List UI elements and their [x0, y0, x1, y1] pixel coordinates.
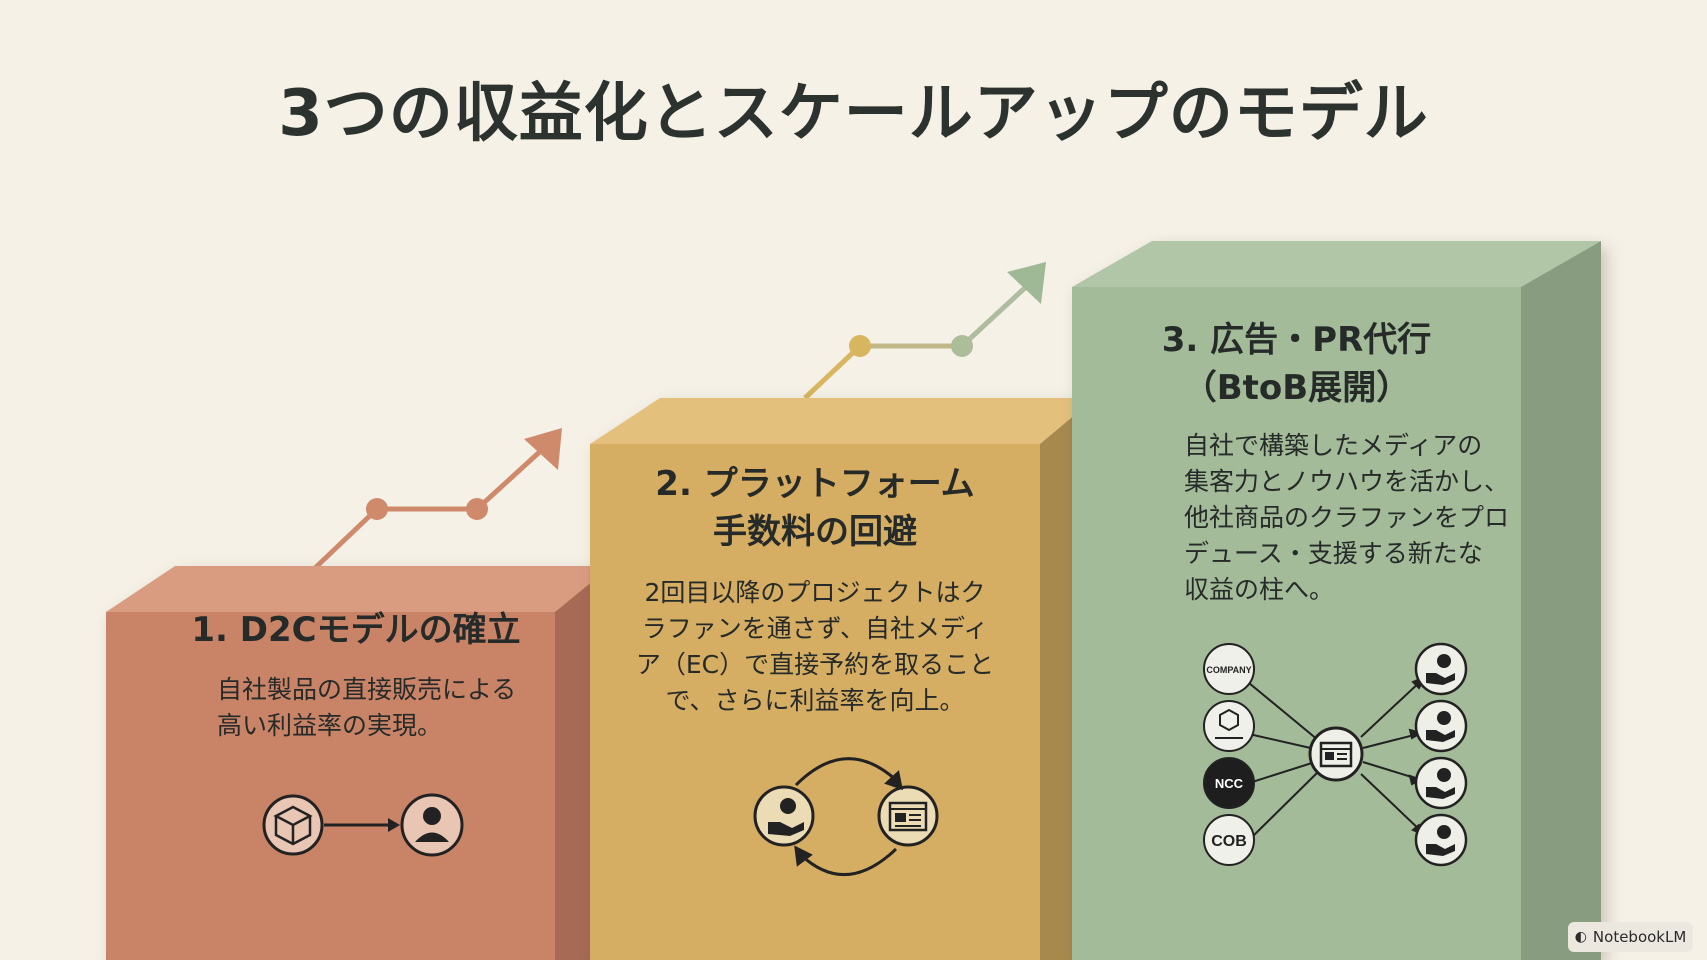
- step-1-desc-line: 自社製品の直接販売による: [217, 675, 517, 704]
- step-3-desc-line: 他社商品のクラファンをプロ: [1184, 503, 1510, 532]
- step-3-desc: 自社で構築したメディアの 集客力とノウハウを活かし、 他社商品のクラファンをプロ…: [1184, 428, 1514, 608]
- money-hand-icon: [1414, 699, 1468, 753]
- step-2-desc-line: ア（EC）で直接予約を取ること: [635, 650, 995, 679]
- step-2-desc: 2回目以降のプロジェクトはク ラファンを通さず、自社メディ ア（EC）で直接予約…: [600, 575, 1030, 719]
- webpage-icon: [877, 785, 939, 847]
- money-hand-icon: [1414, 756, 1468, 810]
- cob-logo-icon: COB: [1203, 814, 1255, 866]
- growth-arrow-2: [803, 262, 1046, 400]
- step-3-desc-line: 収益の柱へ。: [1184, 575, 1335, 604]
- step-3-desc-line: 集客力とノウハウを活かし、: [1184, 467, 1510, 496]
- step-2-title-line: 2. プラットフォーム: [655, 464, 975, 504]
- step-3-desc-line: デュース・支援する新たな: [1184, 539, 1483, 568]
- step-1-title: 1. D2Cモデルの確立: [191, 610, 521, 650]
- step-1-desc-line: 高い利益率の実現。: [217, 711, 443, 740]
- step-2-desc-line: 2回目以降のプロジェクトはク: [644, 578, 986, 607]
- package-icon: [262, 794, 324, 856]
- step-1-desc: 自社製品の直接販売による 高い利益率の実現。: [217, 672, 547, 744]
- notebooklm-badge: ◐ NotebookLM: [1568, 922, 1693, 952]
- money-hand-icon: [1414, 813, 1468, 867]
- notebooklm-logo-icon: ◐: [1574, 929, 1587, 945]
- client-label-ncc: NCC: [1215, 776, 1244, 791]
- client-label-cob: COB: [1211, 833, 1247, 850]
- arrow-right-icon: [324, 818, 400, 832]
- ncc-logo-icon: NCC: [1203, 757, 1255, 809]
- money-hand-icons: [1414, 642, 1468, 867]
- brand-logo-icon: [1203, 700, 1255, 752]
- slide-title: 3つの収益化とスケールアップのモデル: [278, 77, 1429, 151]
- cycle-arrows-icon: [794, 757, 903, 877]
- money-hand-icon: [753, 785, 815, 847]
- step-3-title-line: （BtoB展開）: [1182, 368, 1411, 408]
- company-logo-icon: COMPANY: [1203, 643, 1255, 695]
- step-1-text: 1. D2Cモデルの確立: [156, 606, 556, 654]
- step-3-desc-line: 自社で構築したメディアの: [1184, 431, 1483, 460]
- network-lines: [1248, 674, 1428, 841]
- step-3-title-line: 3. 広告・PR代行: [1161, 320, 1432, 360]
- money-hand-icon: [1414, 642, 1468, 696]
- branding-label: NotebookLM: [1592, 928, 1687, 946]
- step-2-text: 2. プラットフォーム 手数料の回避: [590, 460, 1040, 556]
- step-2-desc-line: で、さらに利益率を向上。: [665, 686, 965, 715]
- step-2-desc-line: ラファンを通さず、自社メディ: [641, 614, 989, 643]
- user-icon: [400, 793, 464, 857]
- growth-arrow-1: [313, 428, 562, 570]
- step-2-title-line: 手数料の回避: [713, 512, 917, 552]
- client-label-company: COMPANY: [1206, 665, 1251, 675]
- step-3-text: 3. 広告・PR代行 （BtoB展開）: [1072, 316, 1521, 412]
- webpage-hub-icon: [1308, 726, 1364, 782]
